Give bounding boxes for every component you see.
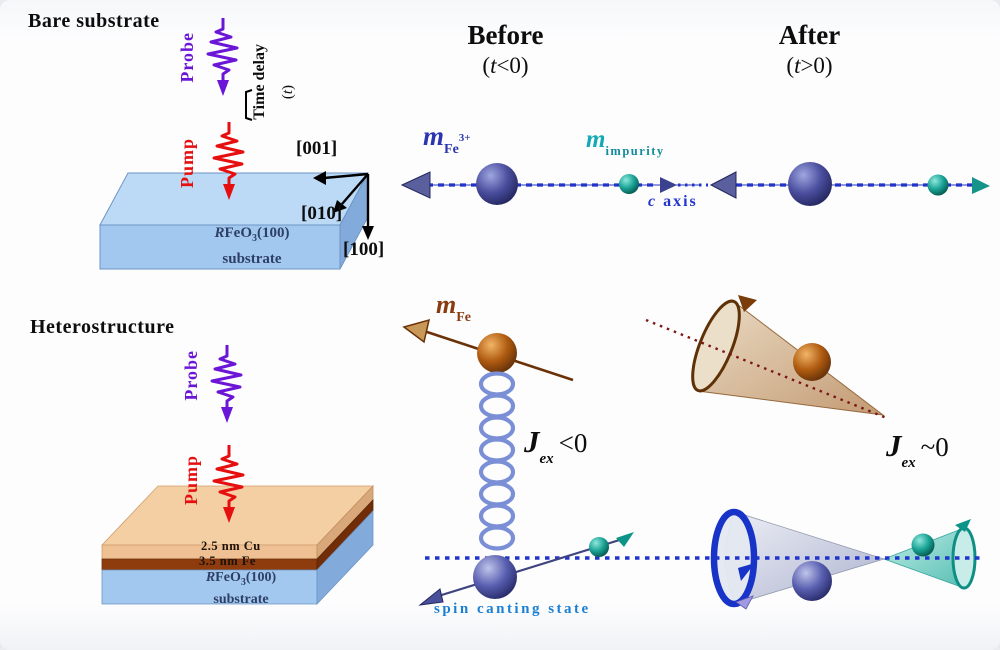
fe-layer-label: 3.5 nm Fe <box>199 554 256 568</box>
pump-label-bare: Pump <box>177 138 197 189</box>
axis-010-label: [010] <box>301 203 343 224</box>
time-delay-label: Time delay <box>251 44 268 120</box>
probe-pulse-icon-bare <box>206 16 239 98</box>
ring-lilac-arrowhead <box>735 595 754 610</box>
precession-ring-arrow <box>710 508 758 610</box>
impurity-sphere-after <box>927 174 949 196</box>
bare-section-title: Bare substrate <box>28 10 160 32</box>
before-condition: (t<0) <box>482 53 529 78</box>
impurity-sphere-before <box>619 174 639 194</box>
bare-substrate-box <box>99 172 369 270</box>
mfe3-moment-label: mFe3+ <box>423 121 471 157</box>
probe-label-bare: Probe <box>177 32 197 83</box>
axis-010-arrow <box>341 173 369 205</box>
r3plus-sphere-on-cone <box>792 561 832 601</box>
mfe3-sphere-after <box>788 162 832 206</box>
time-delay-bracket <box>245 89 253 121</box>
probe-label-hetero: Probe <box>181 350 201 401</box>
fe-sphere-on-cone <box>793 343 831 381</box>
mfe3-sphere-before <box>476 163 518 205</box>
jex-zero-label: Jex~0 <box>886 428 949 471</box>
axis-100-label: [100] <box>343 239 385 260</box>
after-title: After <box>778 20 841 50</box>
crystal-axes <box>313 171 374 240</box>
axis-001-arrow <box>323 172 369 180</box>
exchange-spring-icon <box>478 371 516 551</box>
canting-arrowhead-right <box>616 532 634 547</box>
jex-negative-label: Jex<0 <box>524 424 588 467</box>
probe-pulse-icon-hetero <box>210 343 243 425</box>
c-axis-label: c axis <box>648 193 698 210</box>
impurity-sphere-on-cone <box>911 533 935 557</box>
right-arrowhead-after <box>972 177 990 194</box>
left-arrowhead-before <box>400 171 431 199</box>
substrate-formula-bare: RFeO3(100) substrate <box>214 225 290 267</box>
cone-rim-arrowhead <box>738 295 757 312</box>
hetero-section-title: Heterostructure <box>30 316 175 338</box>
right-arrowhead-before <box>660 177 677 193</box>
impurity-sphere-canting <box>589 537 609 557</box>
substrate-formula-hetero: RFeO3(100) substrate <box>205 570 277 607</box>
m-impurity-label: mimpurity <box>586 126 665 158</box>
teal-cone-rim-arrowhead <box>955 519 971 532</box>
left-arrowhead-after <box>709 171 737 199</box>
spin-axis-before <box>400 163 708 205</box>
cu-layer-label: 2.5 nm Cu <box>201 539 261 553</box>
heterostructure-stack <box>101 484 374 606</box>
fe-precession-cone <box>645 295 890 421</box>
spin-axis-after <box>709 162 990 206</box>
canting-arrowhead-left <box>418 588 444 606</box>
time-delay-symbol: (t) <box>280 85 296 100</box>
axis-001-label: [001] <box>296 138 338 159</box>
spin-canting-label: spin canting state <box>434 601 591 617</box>
canting-sphere <box>473 555 517 599</box>
mfe-moment-label: mFe <box>436 290 471 325</box>
fe-sphere <box>477 333 517 373</box>
after-condition: (t>0) <box>786 53 833 78</box>
cone-axis-dotted <box>645 318 890 421</box>
pump-label-hetero: Pump <box>181 455 201 506</box>
before-title: Before <box>467 20 544 50</box>
